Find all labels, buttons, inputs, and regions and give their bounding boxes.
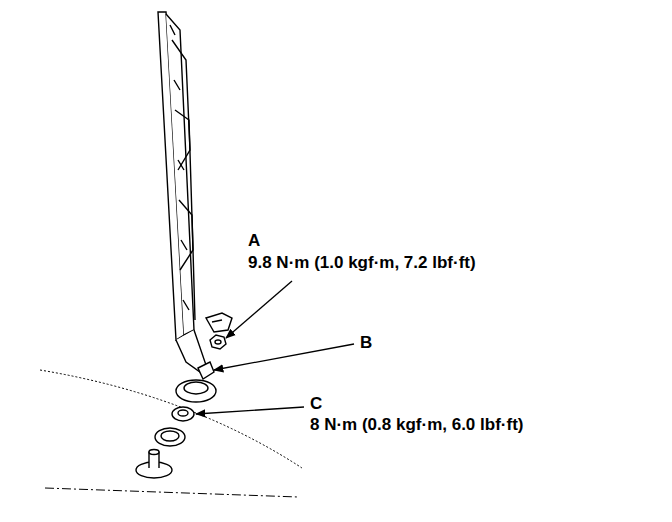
leader-line: [214, 344, 354, 370]
leader-line: [196, 407, 304, 414]
torque-spec: 8 N·m (0.8 kgf·m, 6.0 lbf·ft): [310, 415, 523, 435]
washer: [155, 428, 185, 446]
nut: [210, 335, 226, 349]
pivot-nut: [172, 407, 194, 421]
wiper-arm: [176, 313, 232, 372]
hood-edge: [45, 488, 298, 497]
callout-letter: C: [310, 394, 322, 414]
cap: [176, 380, 216, 402]
hood-line: [40, 370, 302, 468]
wiper-blade: [158, 12, 195, 340]
callout-letter: A: [248, 231, 260, 251]
pivot-shaft: [136, 450, 172, 479]
torque-spec: 9.8 N·m (1.0 kgf·m, 7.2 lbf·ft): [248, 253, 476, 273]
callout-letter: B: [360, 333, 372, 353]
leader-line: [226, 281, 292, 338]
spacer: [198, 362, 214, 379]
